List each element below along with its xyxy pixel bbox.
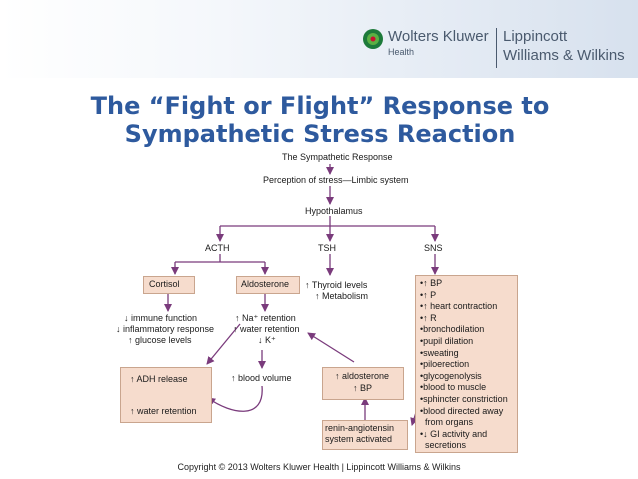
logo-divider [496,28,497,68]
sns-effect-item: ↑ P [420,290,508,302]
publisher-line-2: Williams & Wilkins [503,47,625,64]
connector-raas-to-aldo [307,332,355,363]
raas-aldosterone: ↑ aldosterone [335,371,390,381]
brand-sub: Health [388,47,415,57]
renin-line-1: renin-angiotensin [325,423,395,433]
sns-effect-item: from organs [425,417,474,428]
raas-bp: ↑ BP [353,383,373,393]
slide-title: The “Fight or Flight” Response to Sympat… [60,92,580,148]
sns-effect-item: ↑ BP [420,278,508,290]
sns-effects-list: ↑ BP↑ P↑ heart contraction↑ Rbronchodila… [420,278,508,452]
acth-node: ACTH [205,243,230,253]
adh-water-retention: ↑ water retention [130,406,197,416]
sns-effect-item: blood to muscle [420,382,508,394]
cortisol-effect-3: ↑ glucose levels [128,335,192,345]
renin-line-2: system activated [325,434,393,444]
cortisol-box [143,276,195,294]
aldosterone-box [236,276,300,294]
publisher-line-1: Lippincott [503,28,568,45]
brand-name: Wolters Kluwer [388,28,489,45]
header-band [0,0,638,78]
connector-aldo-to-adh [206,323,241,365]
cortisol-effect-1: ↓ immune function [124,313,198,323]
hypothalamus-node: Hypothalamus [305,206,363,216]
perception-node: Perception of stress—Limbic system [263,175,409,185]
sns-effect-item: bronchodilation [420,324,508,336]
cortisol-effect-2: ↓ inflammatory response [116,324,215,334]
sns-effect-item: ↓ GI activity and [420,429,508,441]
sns-effect-item: blood directed away [420,406,508,418]
diagram-heading: The Sympathetic Response [282,152,393,162]
sns-effect-item: secretions [425,440,467,451]
sns-effect-item: sweating [420,348,508,360]
sns-effect-item: piloerection [420,359,508,371]
aldo-effect-3: ↓ K⁺ [258,335,276,345]
thyroid-levels: ↑ Thyroid levels [305,280,368,290]
sns-effect-item: pupil dilation [420,336,508,348]
renin-box [322,420,408,450]
sns-effect-item: ↑ R [420,313,508,325]
sns-effect-item: ↑ heart contraction [420,301,508,313]
aldosterone-label: Aldosterone [241,279,290,289]
cortisol-label: Cortisol [149,279,180,289]
copyright: Copyright © 2013 Wolters Kluwer Health |… [177,462,461,472]
adh-release: ↑ ADH release [130,374,188,384]
wolters-kluwer-logo-icon [363,29,383,49]
aldo-effect-2: ↑ water retention [233,324,300,334]
tsh-node: TSH [318,243,336,253]
sns-node: SNS [424,243,443,253]
slide-title-line-2: Sympathetic Stress Reaction [124,120,516,148]
connector-bloodvol-to-adh [207,385,263,412]
adh-box [120,367,212,423]
metabolism: ↑ Metabolism [315,291,369,301]
sns-effect-item: glycogenolysis [420,371,508,383]
sns-effect-item: sphincter constriction [420,394,508,406]
aldo-effect-1: ↑ Na⁺ retention [235,313,296,323]
blood-volume: ↑ blood volume [231,373,292,383]
slide-title-line-1: The “Fight or Flight” Response to [90,92,550,120]
raas-effects-box [322,367,404,400]
